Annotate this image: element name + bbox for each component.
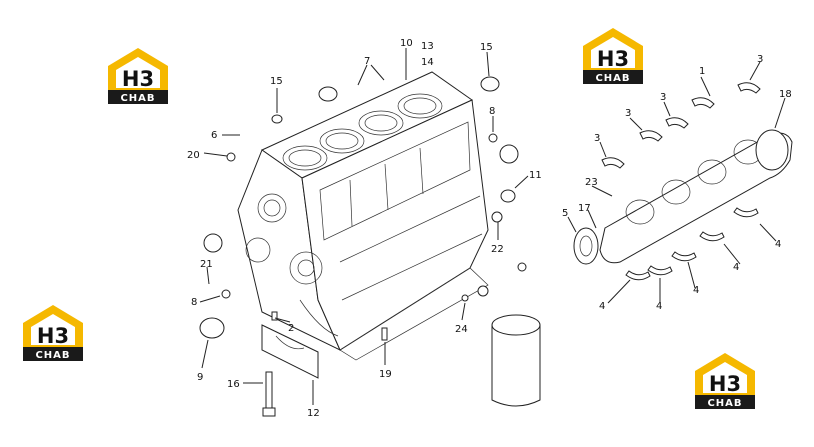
brand-logo-bottom-left: H3 CHAB (23, 305, 83, 361)
callout-18: 18 (779, 89, 792, 100)
callout-23: 23 (585, 177, 598, 188)
callout-14: 14 (421, 57, 434, 68)
brand-logo-top-left: H3 CHAB (108, 48, 168, 104)
callout-1: 1 (699, 66, 705, 77)
callout-15: 15 (480, 42, 493, 53)
callout-6: 6 (211, 130, 217, 141)
callout-4: 4 (733, 262, 739, 273)
logo-main-text: H3 (709, 372, 741, 396)
callout-3: 3 (660, 92, 666, 103)
callout-16: 16 (227, 379, 240, 390)
plugs-and-seals (199, 114, 527, 339)
logo-main-text: H3 (37, 324, 69, 348)
callout-20: 20 (187, 150, 200, 161)
logo-main-text: H3 (122, 67, 154, 91)
callout-4: 4 (599, 301, 605, 312)
dowel-pin (271, 311, 388, 341)
callout-2: 2 (288, 323, 294, 334)
callout-5: 5 (562, 208, 568, 219)
main-bearing-cap (261, 324, 319, 379)
callout-8: 8 (489, 106, 495, 117)
callout-21: 21 (200, 259, 213, 270)
lower-bearing-shells (625, 207, 759, 281)
crankshaft (599, 129, 793, 264)
cap-bolt (262, 371, 276, 417)
brand-logo-bottom-right: H3 CHAB (695, 353, 755, 409)
logo-sub-text: CHAB (595, 73, 630, 84)
callout-22: 22 (491, 244, 504, 255)
callout-3: 3 (757, 54, 763, 65)
callout-9: 9 (197, 372, 203, 383)
callout-24: 24 (455, 324, 468, 335)
cylinder-liners (318, 76, 500, 102)
callout-7: 7 (364, 56, 370, 67)
callout-19: 19 (379, 369, 392, 380)
callout-15: 15 (270, 76, 283, 87)
callout-4: 4 (693, 285, 699, 296)
callout-8: 8 (191, 297, 197, 308)
callout-11: 11 (529, 170, 542, 181)
callout-labels: 1 2 3 3 3 3 4 4 4 4 4 5 6 7 8 8 9 10 11 … (187, 38, 792, 419)
logo-sub-text: CHAB (35, 350, 70, 361)
callout-13: 13 (421, 41, 434, 52)
logo-main-text: H3 (597, 47, 629, 71)
cylinder-block (237, 71, 489, 361)
callout-12: 12 (307, 408, 320, 419)
callout-17: 17 (578, 203, 591, 214)
logo-sub-text: CHAB (707, 398, 742, 409)
upper-bearing-shells (601, 82, 761, 169)
callout-3: 3 (625, 108, 631, 119)
callout-4: 4 (775, 239, 781, 250)
liner-sleeve-large (491, 314, 541, 407)
callout-3: 3 (594, 133, 600, 144)
callout-10: 10 (400, 38, 413, 49)
logo-sub-text: CHAB (120, 93, 155, 104)
leader-lines (199, 48, 786, 405)
brand-logo-top-right: H3 CHAB (583, 28, 643, 84)
crank-gear (573, 227, 599, 265)
callout-4: 4 (656, 301, 662, 312)
